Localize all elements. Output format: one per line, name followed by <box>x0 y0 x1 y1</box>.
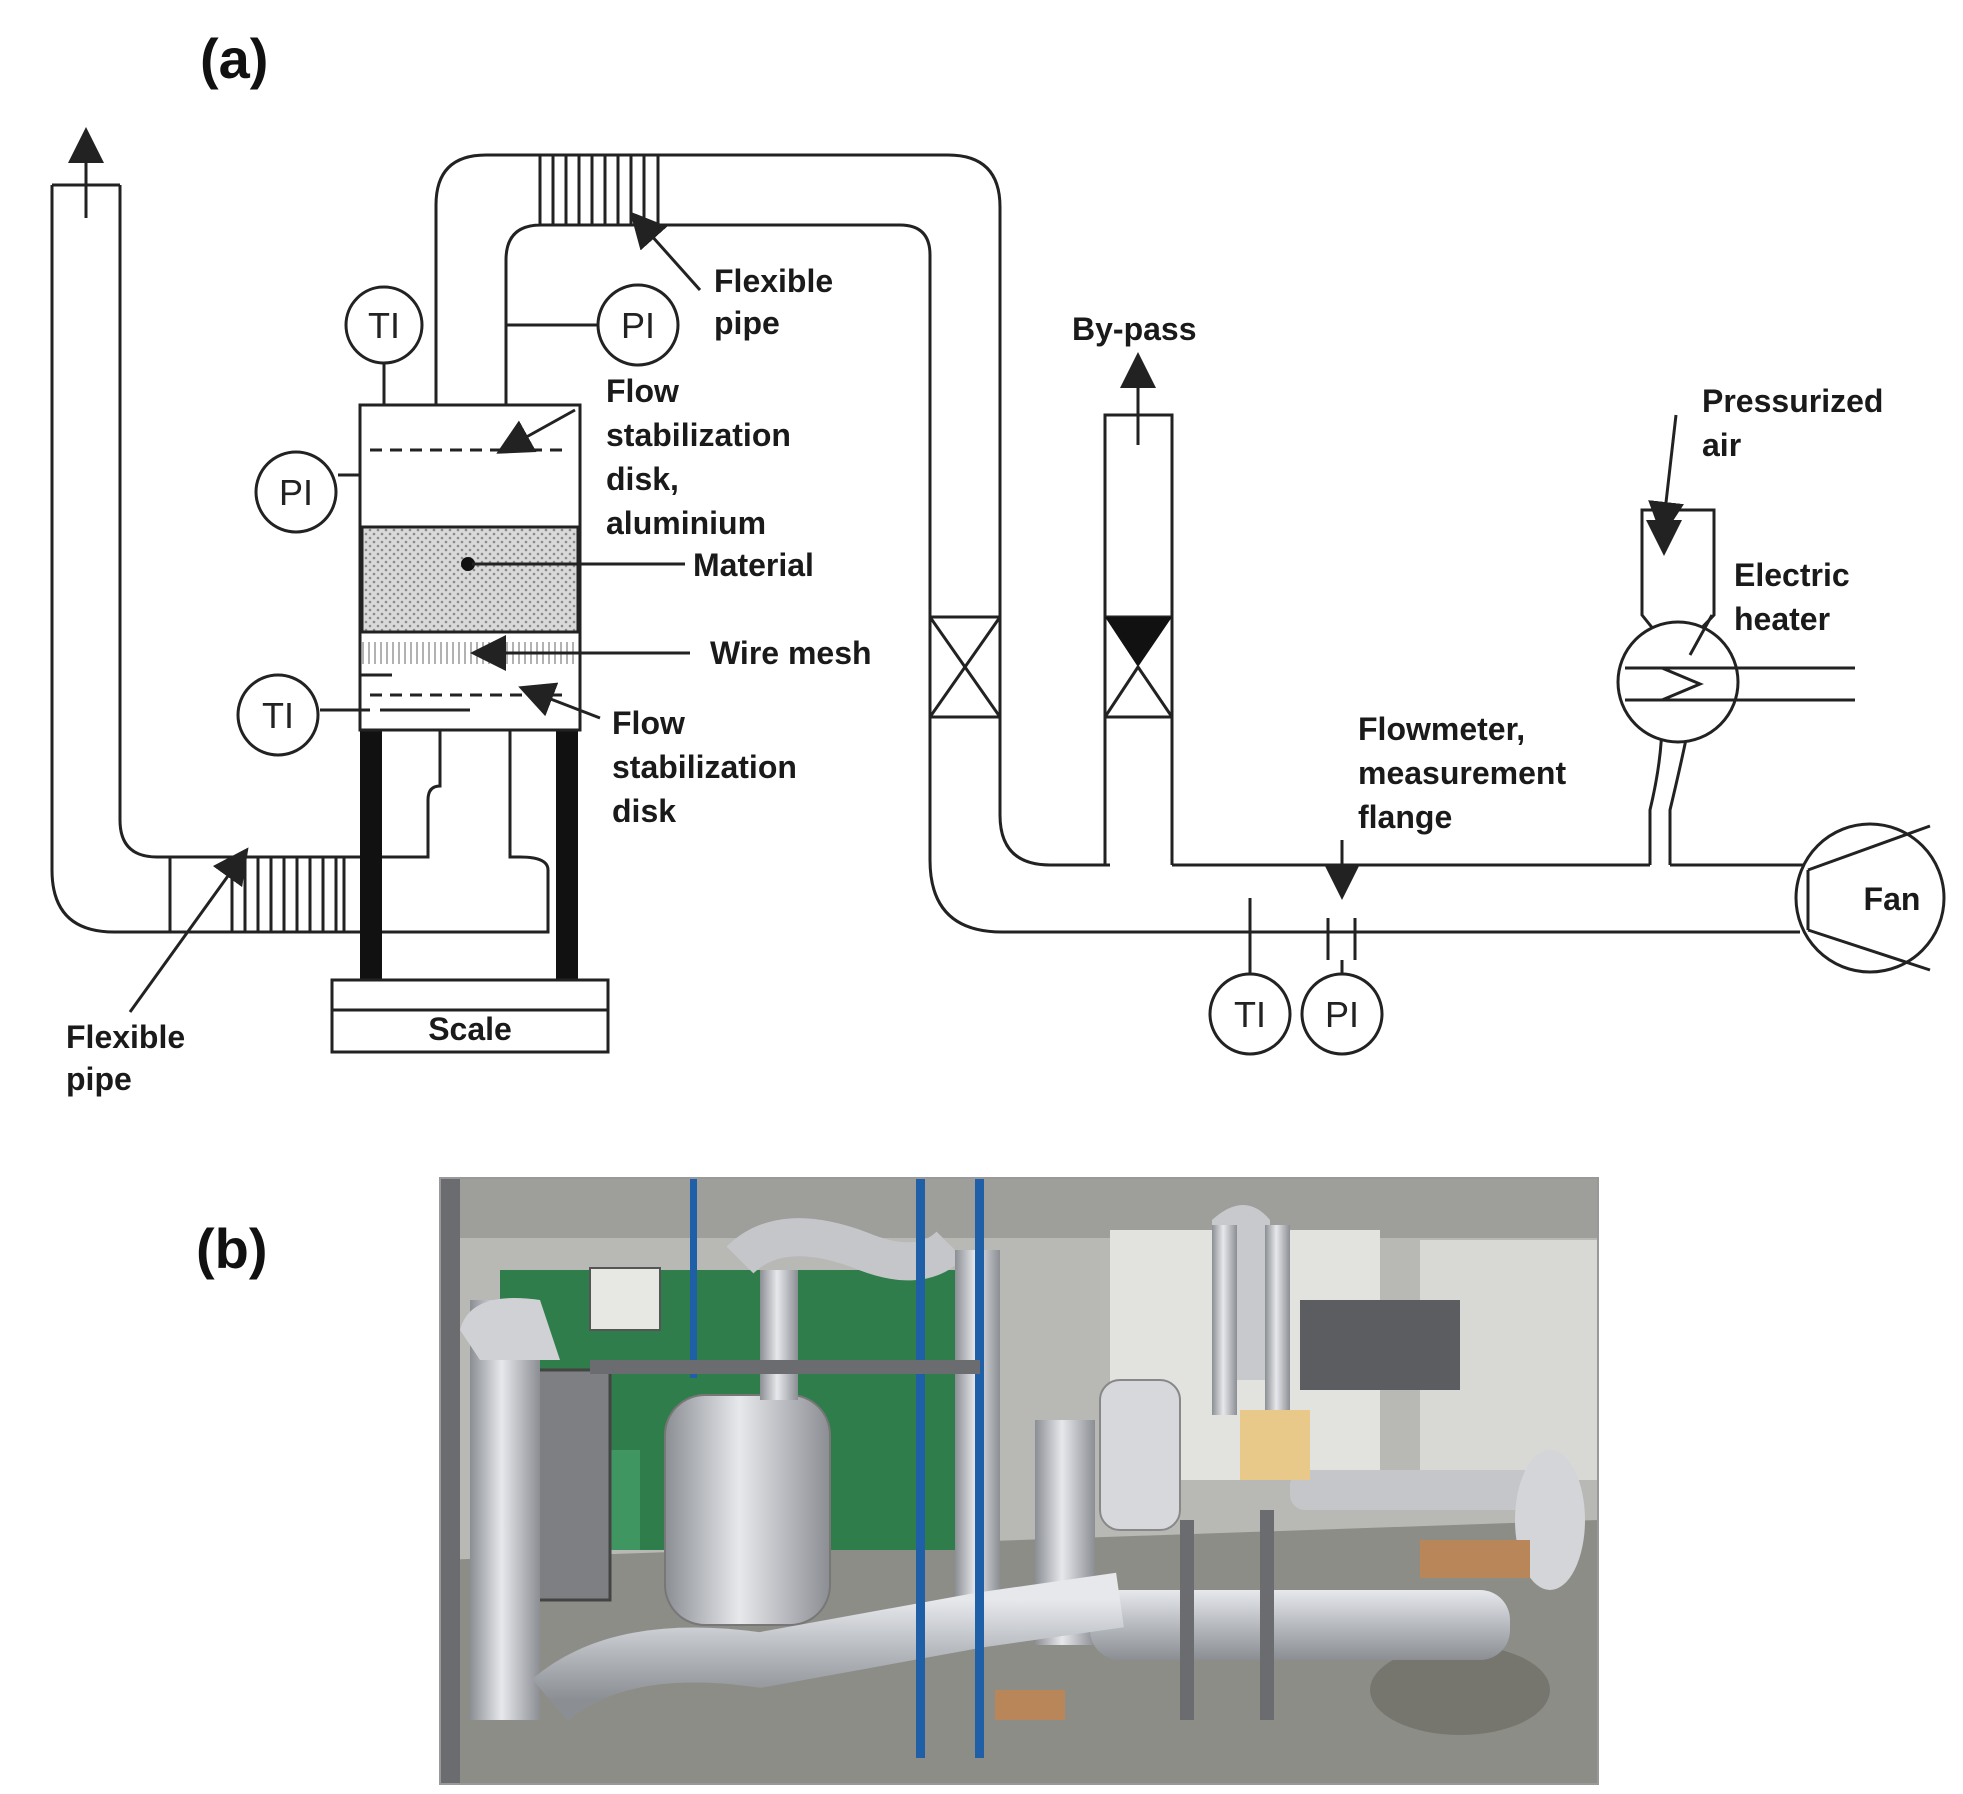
pressurized-air-label: Pressurized air <box>1702 383 1892 463</box>
svg-text:TI: TI <box>262 695 294 736</box>
svg-text:TI: TI <box>1234 994 1266 1035</box>
flexible-pipe-bellows-left <box>230 855 346 934</box>
svg-text:PI: PI <box>279 472 313 513</box>
flexible-pipe-top-label: Flexible pipe <box>714 263 842 341</box>
flowmeter-label: Flowmeter, measurement flange <box>1358 711 1575 835</box>
svg-text:PI: PI <box>621 305 655 346</box>
panel-label-a: (a) <box>200 27 268 90</box>
wire-mesh-label: Wire mesh <box>710 635 872 671</box>
bypass-label: By-pass <box>1072 311 1197 347</box>
photo-blue-rail <box>916 1178 925 1758</box>
apparatus-photo <box>439 1177 1599 1785</box>
exhaust-pipe-left <box>50 127 232 934</box>
instrument-ti-bottom: TI <box>1208 972 1292 1056</box>
flexible-pipe-bellows-top <box>538 153 660 227</box>
instrument-pi-left: PI <box>254 450 338 534</box>
bypass-branch: By-pass <box>1072 311 1197 865</box>
panel-label-b: (b) <box>196 1217 268 1280</box>
support-leg-left <box>360 730 382 980</box>
photo-insulated-column <box>664 1394 831 1626</box>
instrument-ti-top: TI <box>344 285 424 365</box>
scale: Scale <box>330 978 610 1054</box>
material-column <box>358 403 582 732</box>
material-label: Material <box>693 547 814 583</box>
photo-horizontal-duct <box>1090 1590 1510 1660</box>
fan-label: Fan <box>1864 881 1921 917</box>
electric-heater-label: Electric heater <box>1734 557 1859 637</box>
support-leg-right <box>556 730 578 980</box>
instrument-ti-left: TI <box>236 673 320 757</box>
flow-disk-bottom-label: Flow stabilization disk <box>612 705 806 829</box>
electric-heater-section <box>1616 414 1855 865</box>
flow-disk-top-label: Flow stabilization disk, aluminium <box>606 373 800 541</box>
instrument-pi-top: PI <box>596 283 680 367</box>
schematic-diagram: Scale <box>50 127 1946 1097</box>
instrument-pi-bottom: PI <box>1300 972 1384 1056</box>
svg-text:PI: PI <box>1325 994 1359 1035</box>
material-bed <box>360 525 580 634</box>
svg-text:TI: TI <box>368 305 400 346</box>
fan: Fan <box>1794 822 1946 974</box>
leader-lines <box>128 211 702 1013</box>
flexible-pipe-bottom-label: Flexible pipe <box>66 1019 194 1097</box>
scale-label: Scale <box>428 1011 512 1047</box>
flowmeter-flange <box>1248 840 1360 975</box>
